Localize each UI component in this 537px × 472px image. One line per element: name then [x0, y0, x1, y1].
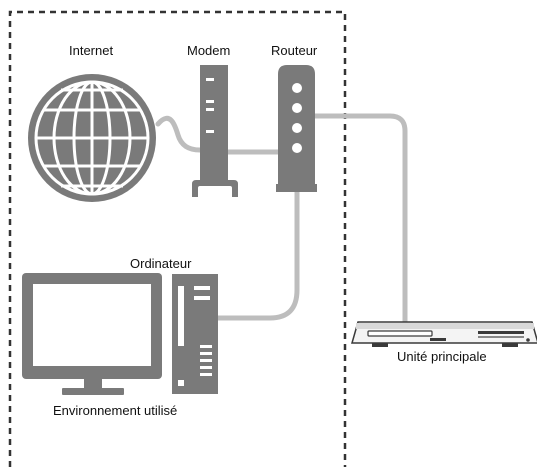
environment-label: Environnement utilisé	[53, 403, 178, 418]
internet-label: Internet	[69, 43, 114, 58]
globe-icon	[28, 74, 156, 202]
modem-icon	[192, 65, 238, 197]
computer-label: Ordinateur	[130, 256, 192, 271]
main-unit-label: Unité principale	[397, 349, 487, 364]
cable-router-computer	[215, 187, 300, 321]
cable-internet-modem	[155, 115, 203, 153]
router-label: Routeur	[271, 43, 318, 58]
modem-label: Modem	[187, 43, 231, 58]
environment-boundary	[8, 10, 347, 467]
cables	[155, 113, 408, 325]
pc-tower-icon	[172, 274, 218, 394]
cable-router-main-unit	[312, 113, 408, 325]
router-icon	[276, 65, 317, 192]
main-unit-icon	[351, 321, 537, 347]
monitor-icon	[22, 273, 162, 395]
